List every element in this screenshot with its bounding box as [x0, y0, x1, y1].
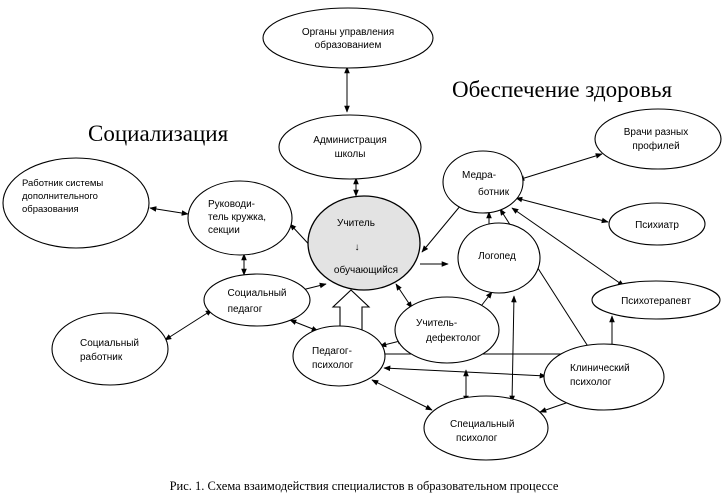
svg-text:Психиатр: Психиатр	[635, 220, 679, 231]
svg-text:секции: секции	[208, 225, 240, 236]
edge-socped-uchitel	[301, 282, 327, 291]
edge-uchitel-defektolog	[395, 283, 413, 309]
svg-text:дополнительного: дополнительного	[22, 191, 98, 202]
svg-text:Администрация: Администрация	[313, 135, 387, 146]
edge-socrab-socped	[164, 309, 213, 341]
svg-text:Руководи-: Руководи-	[208, 199, 255, 210]
edge-pedpsih-spec	[371, 379, 433, 411]
svg-text:Специальный: Специальный	[450, 419, 514, 430]
svg-text:Работник системы: Работник системы	[22, 178, 103, 189]
uchitel-arrow-icon: ↓	[355, 242, 360, 253]
svg-text:обучающийся: обучающийся	[334, 264, 398, 276]
svg-text:Органы управления: Органы управления	[302, 27, 394, 38]
edge-medrab-uchitel	[421, 204, 462, 253]
node-spec-psiholog: Специальный психолог	[423, 395, 549, 461]
node-soc-rabotnik: Социальный работник	[51, 312, 169, 386]
heading-socialization: Социализация	[88, 121, 229, 146]
node-admin: Администрация школы	[278, 114, 422, 180]
svg-text:Медра-: Медра-	[462, 170, 496, 181]
svg-text:Учитель-: Учитель-	[416, 318, 457, 329]
node-klin-psiholog: Клинический психолог	[543, 343, 665, 411]
node-psihiatr: Психиатр	[608, 202, 706, 246]
svg-text:профилей: профилей	[632, 140, 679, 152]
node-rukovoditel: Руководи- тель кружка, секции	[187, 180, 293, 256]
edge-socped-pedpsih	[289, 319, 319, 332]
svg-text:Социальный: Социальный	[228, 288, 287, 299]
svg-text:школы: школы	[335, 149, 366, 160]
svg-text:работник: работник	[80, 351, 123, 363]
svg-text:образования: образования	[22, 204, 79, 215]
svg-text:тель кружка,: тель кружка,	[208, 212, 266, 223]
node-medrabotnik: Медра- ботник	[442, 150, 524, 214]
svg-text:психолог: психолог	[312, 360, 354, 371]
svg-text:Педагог-: Педагог-	[312, 346, 352, 357]
node-organy: Органы управления образованием	[262, 7, 434, 69]
edge-pedpsih-klin	[383, 365, 547, 379]
svg-text:Социальный: Социальный	[80, 338, 139, 349]
svg-text:психолог: психолог	[456, 433, 498, 444]
node-uchitel: Учитель ↓ обучающийся	[307, 195, 421, 291]
svg-text:Врачи разных: Врачи разных	[624, 127, 688, 138]
edge-rabotnik-rukovoditel	[149, 206, 189, 216]
svg-text:ботник: ботник	[478, 186, 510, 198]
svg-text:Психотерапевт: Психотерапевт	[621, 296, 691, 307]
edge-logoped-spec	[509, 295, 517, 403]
node-defektolog: Учитель- дефектолог	[394, 296, 500, 364]
node-soc-pedagog: Социальный педагог	[203, 273, 311, 327]
node-ped-psiholog: Педагог- психолог	[292, 325, 386, 387]
figure-caption: Рис. 1. Схема взаимодействия специалисто…	[170, 479, 559, 493]
svg-text:Учитель: Учитель	[337, 218, 375, 229]
hollow-arrow	[331, 289, 371, 331]
node-psihoterapevt: Психотерапевт	[591, 280, 721, 320]
svg-text:Логопед: Логопед	[478, 251, 516, 262]
edges	[149, 66, 625, 413]
svg-text:педагог: педагог	[228, 304, 263, 315]
svg-text:Клинический: Клинический	[570, 363, 630, 374]
node-vrachi: Врачи разных профилей	[594, 108, 722, 170]
node-logoped: Логопед	[457, 222, 541, 294]
svg-text:психолог: психолог	[570, 377, 612, 388]
svg-text:образованием: образованием	[315, 39, 382, 51]
svg-text:дефектолог: дефектолог	[426, 332, 481, 344]
edge-medrab-vrachi	[517, 153, 603, 181]
node-rabotnik-dop: Работник системы дополнительного образов…	[2, 157, 150, 249]
heading-health: Обеспечение здоровья	[452, 77, 673, 102]
edge-medrab-psihiatr	[515, 196, 609, 224]
